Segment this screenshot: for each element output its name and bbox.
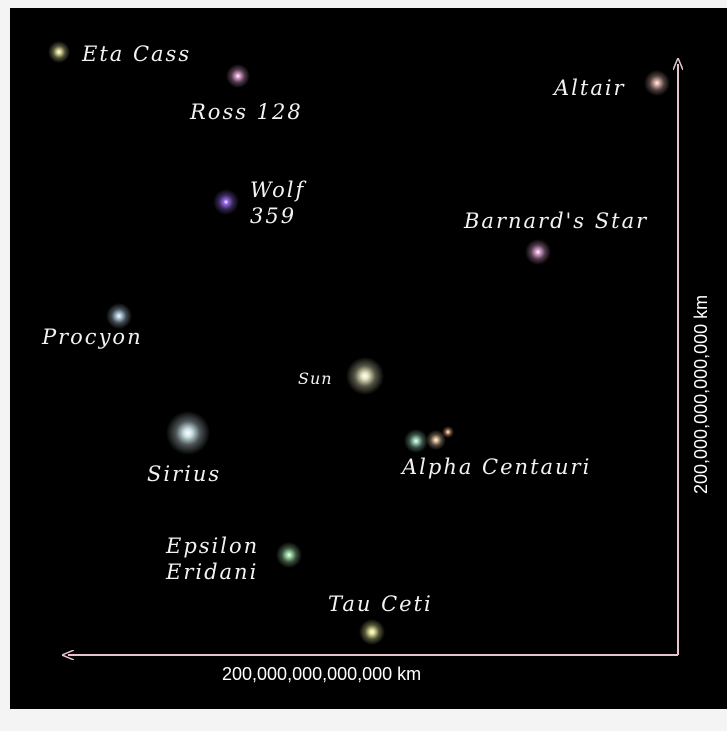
star-sun — [346, 357, 384, 395]
star-alpha-centauri-3 — [442, 426, 454, 438]
star-epsilon-eridani — [276, 542, 302, 568]
star-label-procyon: Procyon — [42, 325, 143, 349]
star-label-sirius: Sirius — [147, 462, 222, 486]
star-label-wolf-359-line1: Wolf — [250, 178, 306, 202]
star-eta-cass — [48, 41, 70, 63]
axes — [68, 64, 678, 655]
star-label-tau-ceti: Tau Ceti — [328, 592, 433, 616]
stars — [48, 41, 670, 645]
star-wolf-359 — [213, 189, 239, 215]
star-altair — [644, 70, 670, 96]
horizontal-axis-label: 200,000,000,000,000 km — [222, 664, 422, 684]
star-label-sun: Sun — [298, 369, 333, 388]
star-label-ross-128: Ross 128 — [190, 100, 303, 124]
star-tau-ceti — [359, 619, 385, 645]
star-alpha-centauri-1 — [404, 429, 428, 453]
star-label-altair: Altair — [554, 76, 626, 100]
star-barnards-star — [525, 239, 551, 265]
vertical-axis-label: 200,000,000,000,000 km — [691, 294, 711, 494]
star-label-alpha-centauri: Alpha Centauri — [402, 455, 592, 479]
star-procyon — [106, 303, 132, 329]
star-ross-128 — [226, 64, 250, 88]
star-alpha-centauri-2 — [426, 430, 446, 450]
star-sirius — [166, 411, 210, 455]
star-label-epsilon-eridani-line2: Eridani — [166, 560, 259, 584]
star-label-epsilon-eridani-line1: Epsilon — [166, 534, 260, 558]
star-label-barnards-star: Barnard's Star — [464, 209, 649, 233]
star-label-wolf-359-line2: 359 — [250, 204, 297, 228]
star-label-eta-cass: Eta Cass — [82, 42, 192, 66]
